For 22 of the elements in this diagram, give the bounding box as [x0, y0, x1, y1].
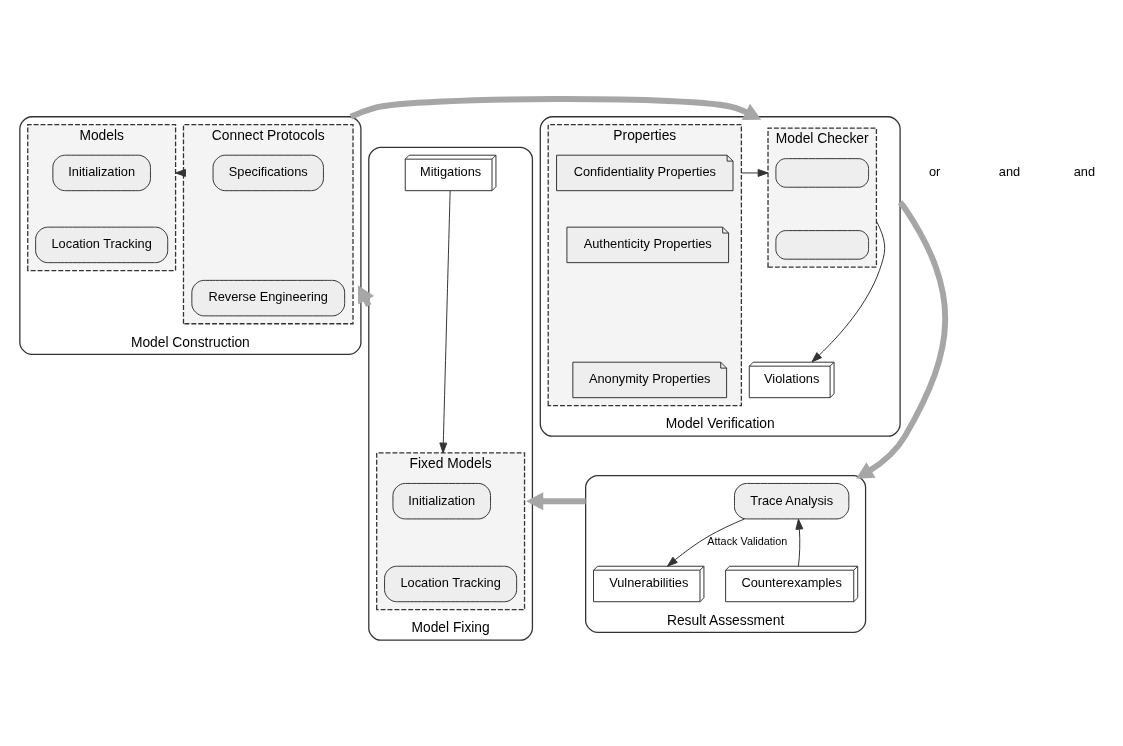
arrow	[667, 517, 745, 567]
arrow	[811, 220, 886, 362]
node-box: Specifications	[212, 154, 324, 191]
arrow	[856, 199, 949, 479]
arrow	[439, 190, 451, 453]
arrow	[795, 518, 804, 567]
node-box: Location Tracking	[384, 565, 518, 602]
node-box: Trace Analysis	[734, 482, 850, 519]
label: or	[928, 163, 941, 179]
node-box	[775, 229, 870, 260]
arrow	[740, 168, 769, 177]
node-box: Reverse Engineering	[191, 279, 346, 316]
node-box: Initialization	[392, 482, 492, 519]
cluster: Model Checker	[767, 126, 878, 268]
node-box: Location Tracking	[35, 226, 169, 263]
label: and	[1073, 163, 1096, 179]
label: and	[998, 163, 1021, 179]
edge-label: Attack Validation	[707, 534, 788, 547]
arrow	[349, 95, 762, 120]
node-box	[775, 157, 870, 188]
node-box: Initialization	[52, 154, 151, 191]
arrow	[526, 491, 586, 510]
